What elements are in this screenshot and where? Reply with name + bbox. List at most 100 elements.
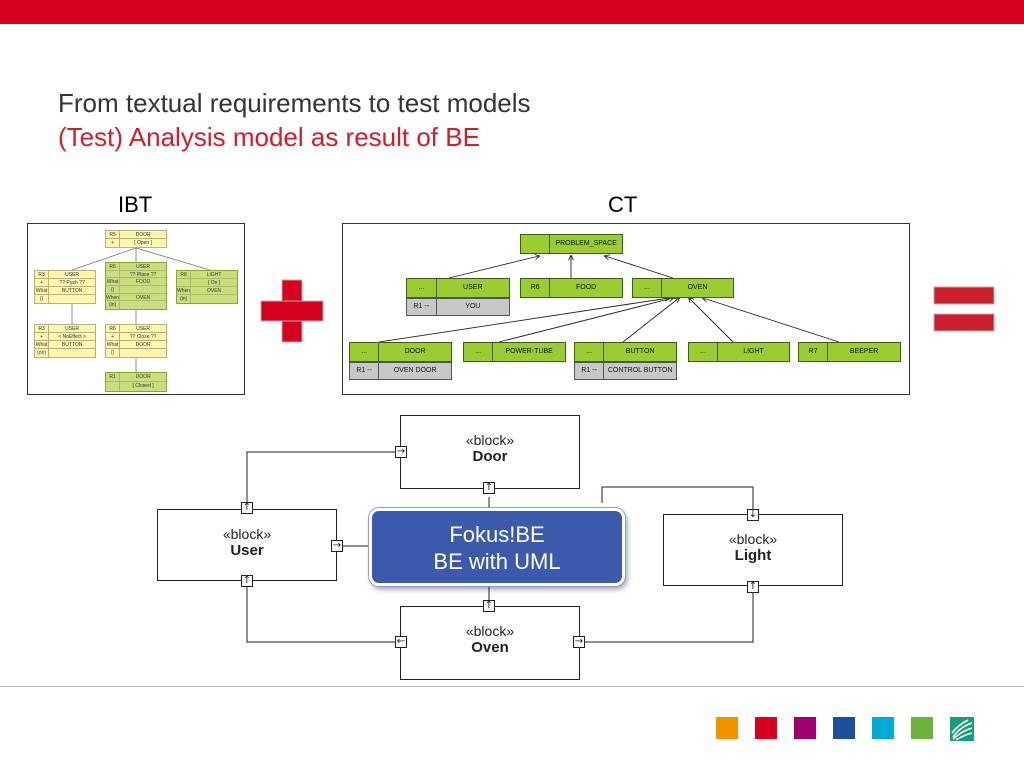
ibt-row: R6 USER (106, 325, 166, 333)
top-banner (0, 0, 1024, 24)
ct-box-l1-0: ... USER (406, 278, 510, 298)
ibt-row: + [ Open ] (106, 239, 166, 247)
ibt-box-r6b: R6 USER+?? Close ??What DOOR () (105, 324, 167, 358)
ibt-cell: USER (136, 264, 151, 270)
ct-box-l2-1: ... POWER-TUBE (463, 342, 566, 362)
ibt-cell: () (106, 349, 121, 357)
ct-root-name: PROBLEM_SPACE (555, 240, 617, 247)
port-arrow-right-icon[interactable]: → (331, 540, 343, 552)
ct-box-ref: ... (633, 279, 662, 297)
ct-box-l2-0: ... DOOR (349, 342, 452, 362)
port-arrow-down-icon[interactable]: ↓ (747, 509, 759, 521)
ibt-cell: [ On ] (207, 280, 221, 286)
ibt-cell: R1 (106, 373, 121, 381)
ibt-cell: Where (106, 293, 121, 301)
ibt-cell: [ Closed ] (132, 383, 154, 389)
ct-sub-box-l2-2: R1 --CONTROL BUTTON (574, 362, 677, 380)
ct-box-name: POWER-TUBE (505, 348, 553, 355)
ibt-row: [ Closed ] (106, 382, 166, 391)
ct-box-name: BUTTON (625, 348, 655, 355)
ibt-row: (in) (177, 295, 237, 303)
light-stereotype: «block» (728, 531, 778, 547)
ibt-cell: + (106, 239, 121, 247)
ibt-cell: R3 (35, 325, 50, 332)
ct-sub-box-l1-0: R1 --YOU (406, 298, 510, 316)
ibt-row: +?? Close ?? (106, 333, 166, 341)
ibt-cell: OVEN (207, 288, 222, 294)
port-arrow-right-icon[interactable]: → (573, 636, 585, 648)
callout-line2: BE with UML (433, 549, 561, 574)
footer-square (794, 717, 816, 739)
ibt-cell: What (35, 287, 50, 294)
ct-box-name: DOOR (404, 348, 426, 355)
ct-label: CT (608, 192, 638, 217)
block-light[interactable]: «block» Light (663, 514, 843, 586)
ibt-cell: R6 (106, 325, 121, 332)
user-stereotype: «block» (222, 526, 272, 542)
ibt-cell: (in) (106, 301, 121, 309)
ct-box-ref: ... (350, 343, 380, 361)
port-arrow-left-icon[interactable]: ← (395, 636, 407, 648)
ibt-cell: What (106, 278, 121, 285)
ibt-row: +?? Push ?? (35, 279, 95, 287)
ibt-row: +< NoEffect > (35, 333, 95, 341)
ibt-cell: () (106, 285, 121, 293)
ibt-cell: DOOR (135, 342, 151, 348)
ibt-cell: R5 (106, 231, 121, 238)
ct-connectors (378, 224, 840, 343)
ibt-label: IBT (118, 192, 153, 217)
block-user[interactable]: «block» User (157, 509, 337, 581)
fraunhofer-logo-icon (950, 717, 974, 741)
ct-box-ref: R7 (799, 343, 829, 361)
ct-root-ref (521, 235, 551, 253)
ct-root-box: PROBLEM_SPACE (520, 234, 623, 254)
ibt-cell: ?? Close ?? (129, 334, 157, 340)
port-arrow-up-icon[interactable]: ↑ (483, 600, 495, 612)
ibt-cell (106, 270, 121, 278)
port-arrow-up-icon[interactable]: ↑ (483, 482, 495, 494)
ct-box-l2-3: ...LIGHT (688, 342, 790, 362)
fokus-be-callout[interactable]: Fokus!BE BE with UML (369, 508, 625, 586)
slide-title: From textual requirements to test models (58, 88, 531, 118)
port-arrow-up-icon[interactable]: ↑ (747, 581, 759, 593)
ct-sub-name: OVEN DOOR (393, 367, 437, 374)
ibt-cell: BUTTON (61, 288, 83, 294)
port-arrow-right-icon[interactable]: → (395, 446, 407, 458)
ct-box-name: BEEPER (849, 348, 879, 355)
ibt-cell: R6 (106, 263, 121, 270)
ibt-cell: OVEN (136, 294, 151, 301)
ibt-row: [ On ] (177, 279, 237, 287)
door-name: Door (472, 448, 508, 465)
port-arrow-up-icon[interactable]: ↑ (241, 502, 253, 514)
equals-icon (933, 286, 995, 332)
ct-sub-ref: R1 -- (350, 363, 380, 379)
footer-divider (0, 686, 1024, 687)
oven-name: Oven (471, 639, 509, 656)
ibt-cell: USER (65, 326, 80, 332)
callout-line1: Fokus!BE (449, 522, 545, 547)
ibt-cell: + (35, 279, 50, 286)
ct-box-name: USER (463, 284, 483, 291)
ct-box-ref: ... (575, 343, 605, 361)
block-door[interactable]: «block» Door (400, 415, 580, 489)
oven-stereotype: «block» (465, 623, 515, 639)
port-arrow-up-icon[interactable]: ↑ (241, 575, 253, 587)
ibt-cell: [ Open ] (134, 240, 152, 246)
ct-box-ref: ... (407, 279, 437, 297)
ct-box-ref: ... (464, 343, 494, 361)
ibt-cell: USER (136, 326, 151, 332)
block-oven[interactable]: «block» Oven (400, 606, 580, 680)
ibt-cell: What (106, 341, 121, 348)
ibt-cell: < NoEffect > (58, 334, 86, 340)
